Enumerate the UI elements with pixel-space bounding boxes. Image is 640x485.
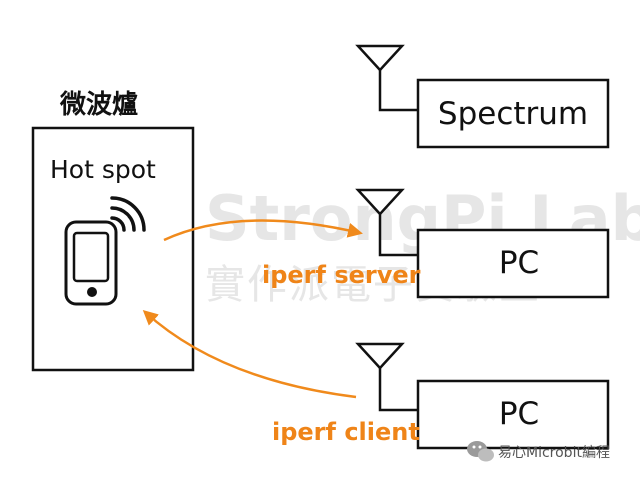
device-box-pc-server — [416, 228, 610, 299]
antenna-icon — [355, 342, 418, 412]
microwave-title: 微波爐 — [59, 89, 138, 120]
hotspot-label: Hot spot — [50, 155, 156, 184]
device-label-pc-server: PC — [499, 245, 539, 281]
device-label-pc-client: PC — [499, 396, 539, 432]
arrow-client-to-hotspot — [142, 309, 357, 399]
credit-text: 易心Microbit編程 — [498, 445, 610, 461]
antenna-icon — [355, 188, 418, 257]
role-label-client: iperf client — [272, 418, 420, 446]
wifi-signal-icon — [110, 196, 146, 232]
device-box-pc-client — [416, 379, 610, 450]
device-box-spectrum — [416, 78, 610, 149]
antenna-icon — [355, 44, 418, 112]
arrow-hotspot-to-server — [163, 219, 363, 242]
wechat-icon — [467, 441, 494, 462]
device-label-spectrum: Spectrum — [438, 96, 588, 132]
role-label-server: iperf server — [262, 261, 421, 289]
smartphone-icon — [64, 220, 118, 306]
